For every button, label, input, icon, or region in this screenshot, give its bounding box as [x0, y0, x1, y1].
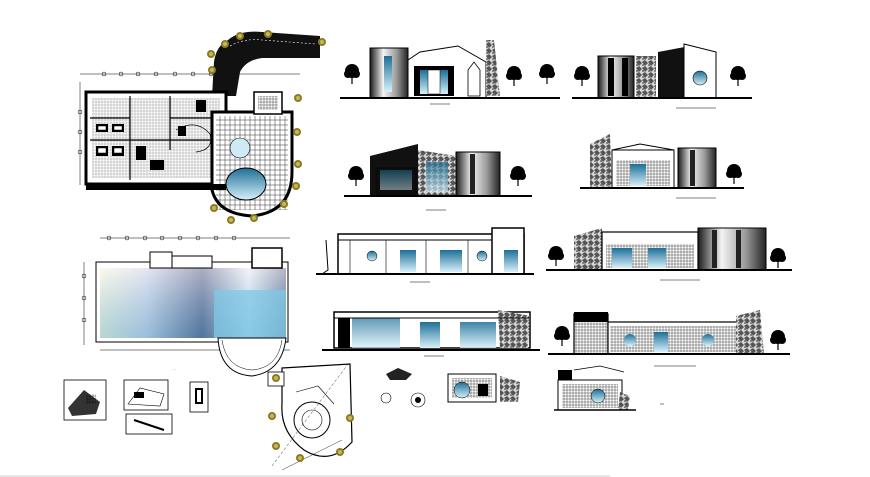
roof-plan: ····	[81, 235, 290, 377]
svg-text:····: ····	[172, 367, 176, 371]
walkway	[212, 31, 320, 96]
elevation-1	[340, 40, 560, 105]
ground-floor-plan	[77, 30, 326, 224]
small-details	[380, 368, 520, 408]
detail-sheet	[63, 379, 209, 435]
elevation-6	[548, 310, 790, 367]
plan-pool	[225, 167, 267, 201]
section-1	[316, 227, 534, 283]
elevation-4	[580, 134, 744, 199]
partial-elevation	[554, 365, 664, 411]
section-2	[322, 310, 540, 357]
elevation-2	[572, 43, 752, 109]
rotunda-plan	[267, 363, 354, 471]
elevation-3	[344, 144, 532, 211]
elevation-5	[546, 227, 792, 281]
